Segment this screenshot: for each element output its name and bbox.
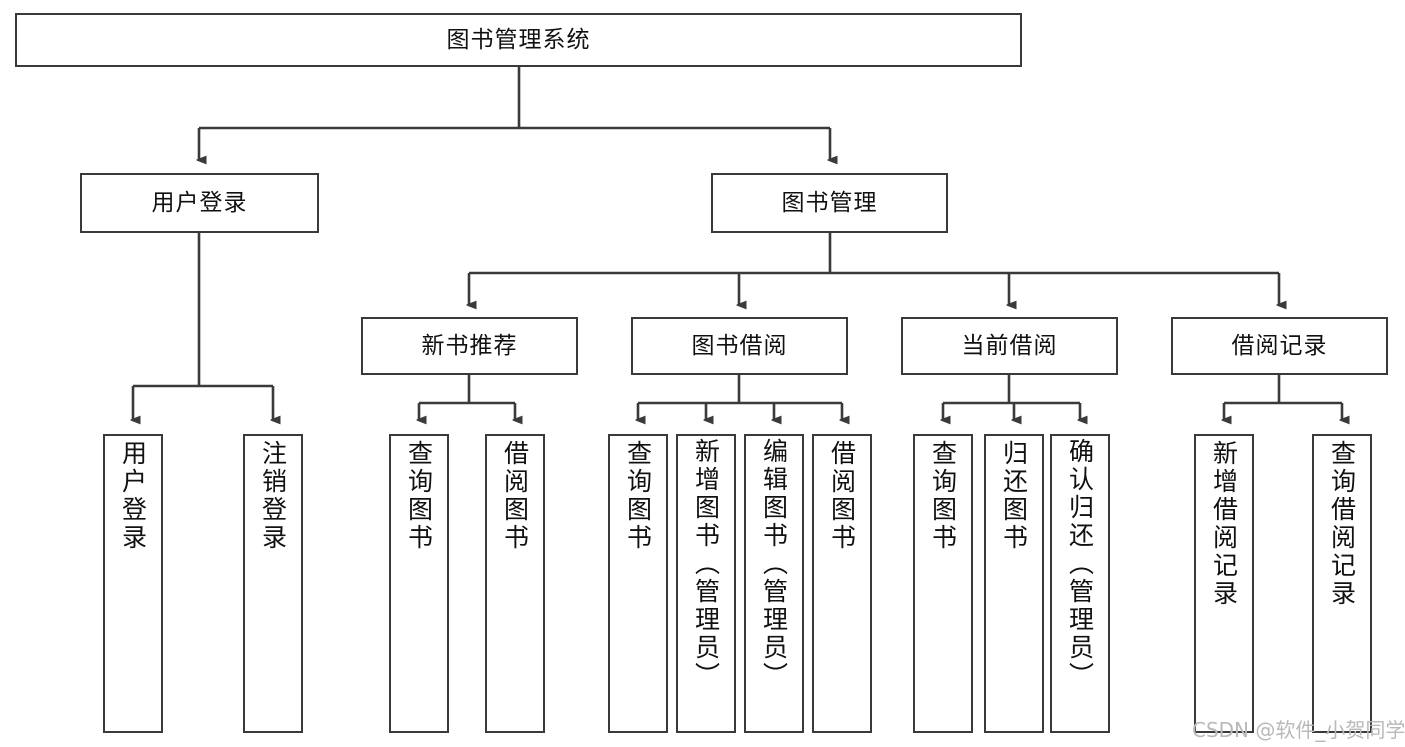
node-label: 图书管理 (781, 189, 878, 216)
node-current-borrow[interactable]: 当前借阅 (901, 317, 1118, 375)
leaf-return-book[interactable]: 归还图书 (984, 434, 1044, 733)
node-book-borrow[interactable]: 图书借阅 (631, 317, 848, 375)
node-user-login[interactable]: 用户登录 (80, 173, 319, 233)
node-label: 借阅图书 (827, 440, 857, 552)
node-label: 查询图书 (404, 440, 434, 552)
leaf-edit-book-admin[interactable]: 编辑图书（管理员） (744, 434, 804, 733)
leaf-confirm-return-admin[interactable]: 确认归还（管理员） (1050, 434, 1110, 733)
leaf-query-book-current[interactable]: 查询图书 (913, 434, 973, 733)
node-borrow-record[interactable]: 借阅记录 (1171, 317, 1388, 375)
leaf-borrow-book-recommend[interactable]: 借阅图书 (485, 434, 545, 733)
node-label: 借阅图书 (500, 440, 530, 552)
node-label: 当前借阅 (961, 332, 1058, 359)
node-label: 图书管理系统 (446, 26, 591, 53)
leaf-query-borrow-record[interactable]: 查询借阅记录 (1312, 434, 1372, 733)
leaf-user-logout[interactable]: 注销登录 (243, 434, 303, 733)
node-root-system[interactable]: 图书管理系统 (15, 13, 1022, 67)
node-label: 新书推荐 (421, 332, 518, 359)
node-label: 新增借阅记录 (1209, 440, 1239, 608)
leaf-user-login[interactable]: 用户登录 (103, 434, 163, 733)
leaf-query-book[interactable]: 查询图书 (608, 434, 668, 733)
node-label: 查询图书 (623, 440, 653, 552)
node-new-book-recommend[interactable]: 新书推荐 (361, 317, 578, 375)
node-label: 查询借阅记录 (1327, 440, 1357, 608)
node-label: 归还图书 (999, 440, 1029, 552)
leaf-add-borrow-record[interactable]: 新增借阅记录 (1194, 434, 1254, 733)
node-label: 用户登录 (118, 440, 148, 552)
node-label: 注销登录 (258, 440, 288, 552)
node-label: 新增图书（管理员） (691, 438, 721, 690)
leaf-borrow-book[interactable]: 借阅图书 (812, 434, 872, 733)
node-label: 用户登录 (151, 189, 248, 216)
node-label: 借阅记录 (1231, 332, 1328, 359)
leaf-query-book-recommend[interactable]: 查询图书 (389, 434, 449, 733)
node-book-management[interactable]: 图书管理 (711, 173, 948, 233)
leaf-add-book-admin[interactable]: 新增图书（管理员） (676, 434, 736, 733)
node-label: 编辑图书（管理员） (759, 438, 789, 690)
node-label: 图书借阅 (691, 332, 788, 359)
node-label: 确认归还（管理员） (1065, 438, 1095, 690)
node-label: 查询图书 (928, 440, 958, 552)
